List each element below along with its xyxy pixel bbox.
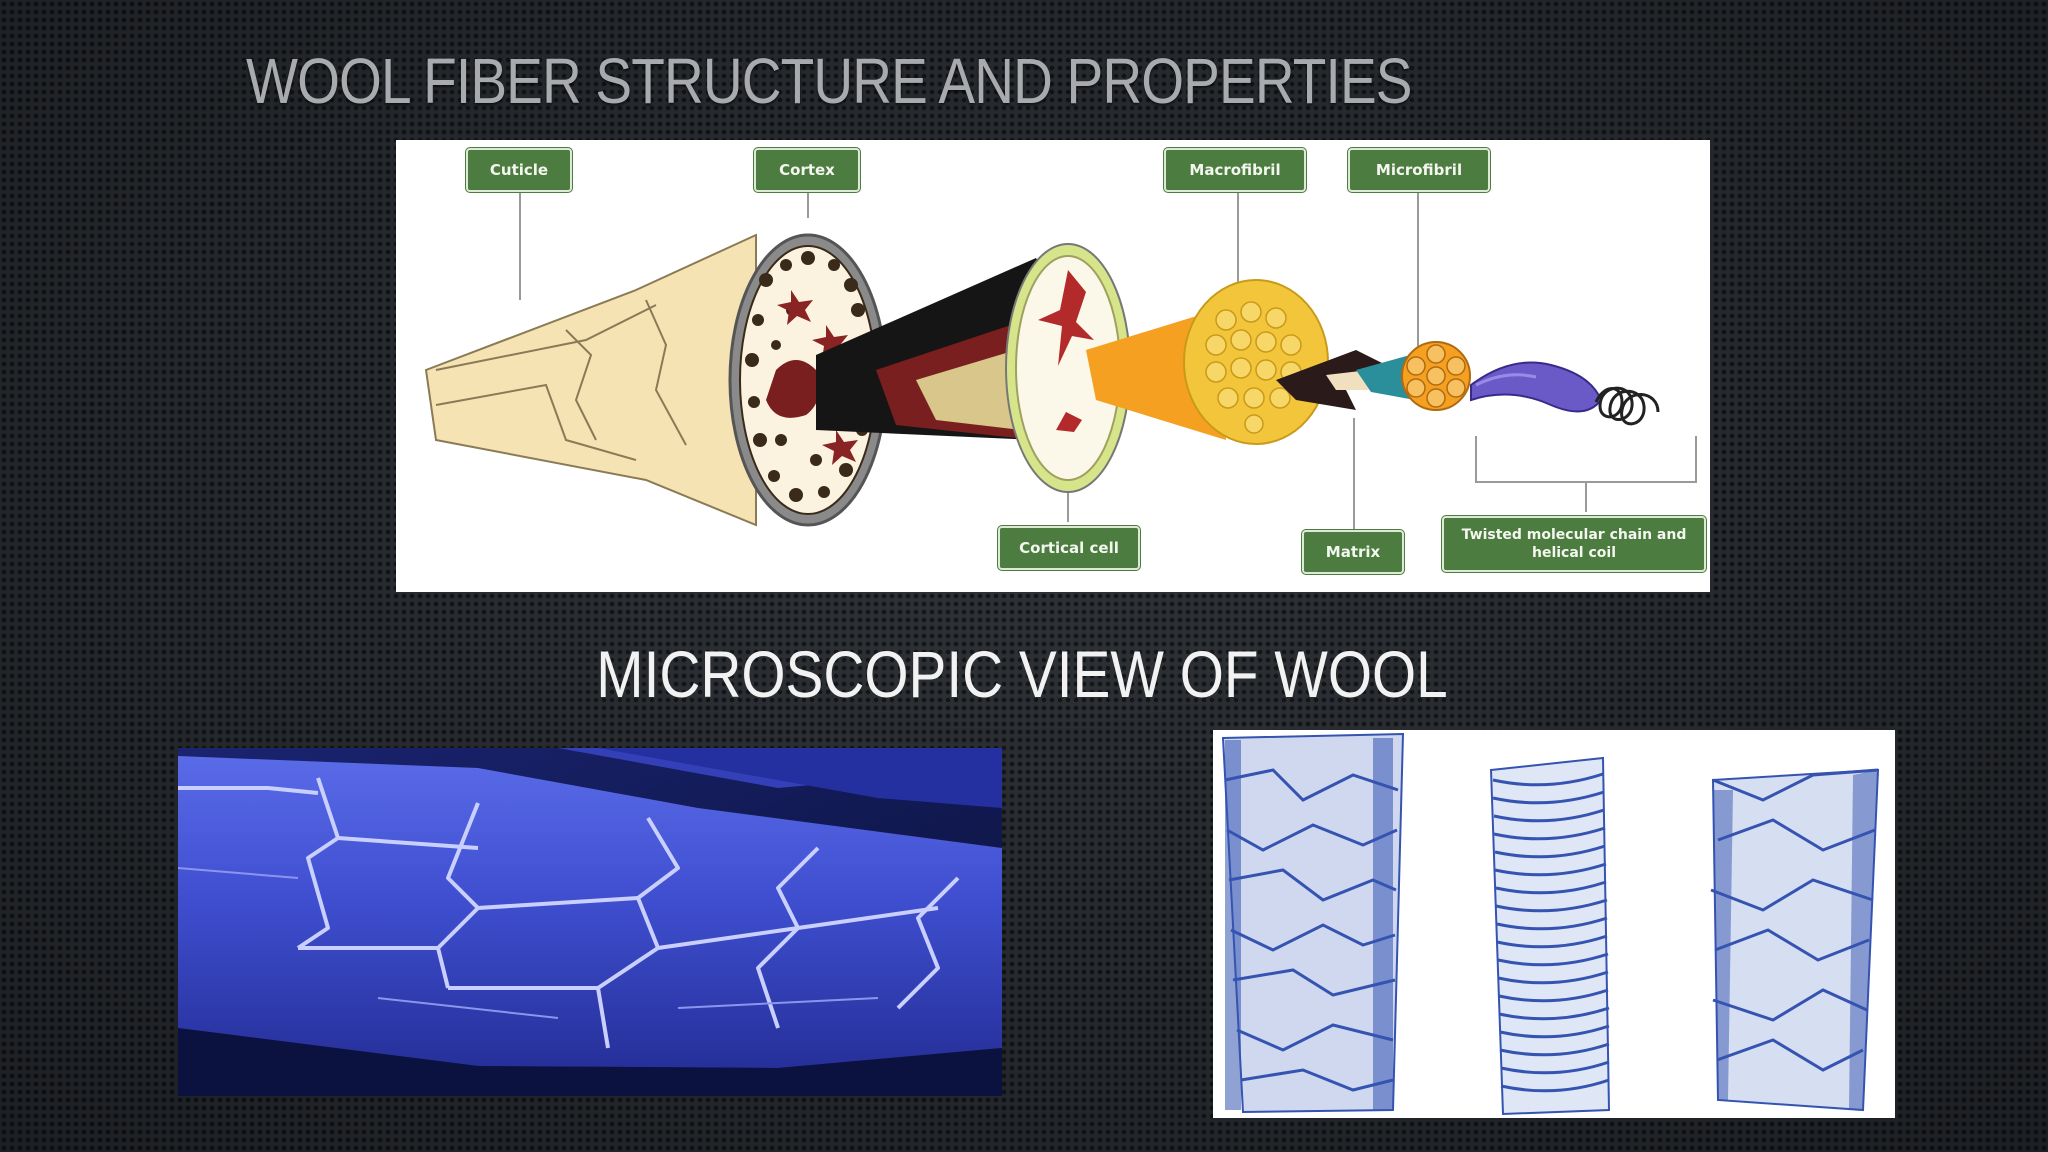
fiber-ringed-scales — [1489, 756, 1611, 1116]
macrofibril-section — [1183, 279, 1329, 445]
label-microfibril: Microfibril — [1348, 148, 1490, 192]
cortex-cross-section — [728, 233, 888, 527]
sem-fiber-illustration — [178, 748, 1002, 1096]
label-cortical-cell: Cortical cell — [998, 526, 1140, 570]
scale-patterns-illustration — [1213, 730, 1895, 1118]
cortical-cell-section — [1005, 243, 1131, 493]
wool-fiber-diagram: Cuticle Cortex Macrofibril Microfibril C… — [396, 140, 1710, 592]
label-cuticle: Cuticle — [466, 148, 572, 192]
fiber-coronal-scales — [1710, 768, 1880, 1112]
label-twisted-chain: Twisted molecular chain and helical coil — [1442, 516, 1706, 572]
slide-title: Wool fiber structure and properties — [246, 45, 1413, 117]
sem-wool-fiber-image — [178, 748, 1002, 1096]
microfibril-section — [1356, 341, 1471, 411]
label-macrofibril: Macrofibril — [1164, 148, 1306, 192]
cuticle-layer — [424, 233, 757, 527]
label-matrix: Matrix — [1302, 530, 1404, 574]
fiber-irregular-scales — [1221, 732, 1405, 1114]
section-heading: Microscopic view of wool — [0, 636, 2048, 712]
section-heading-text: Microscopic view of wool — [596, 637, 1448, 711]
fiber-structure-illustration — [424, 192, 1697, 530]
wool-scale-patterns-image — [1213, 730, 1895, 1118]
molecular-helix — [1470, 361, 1660, 426]
label-cortex: Cortex — [754, 148, 860, 192]
